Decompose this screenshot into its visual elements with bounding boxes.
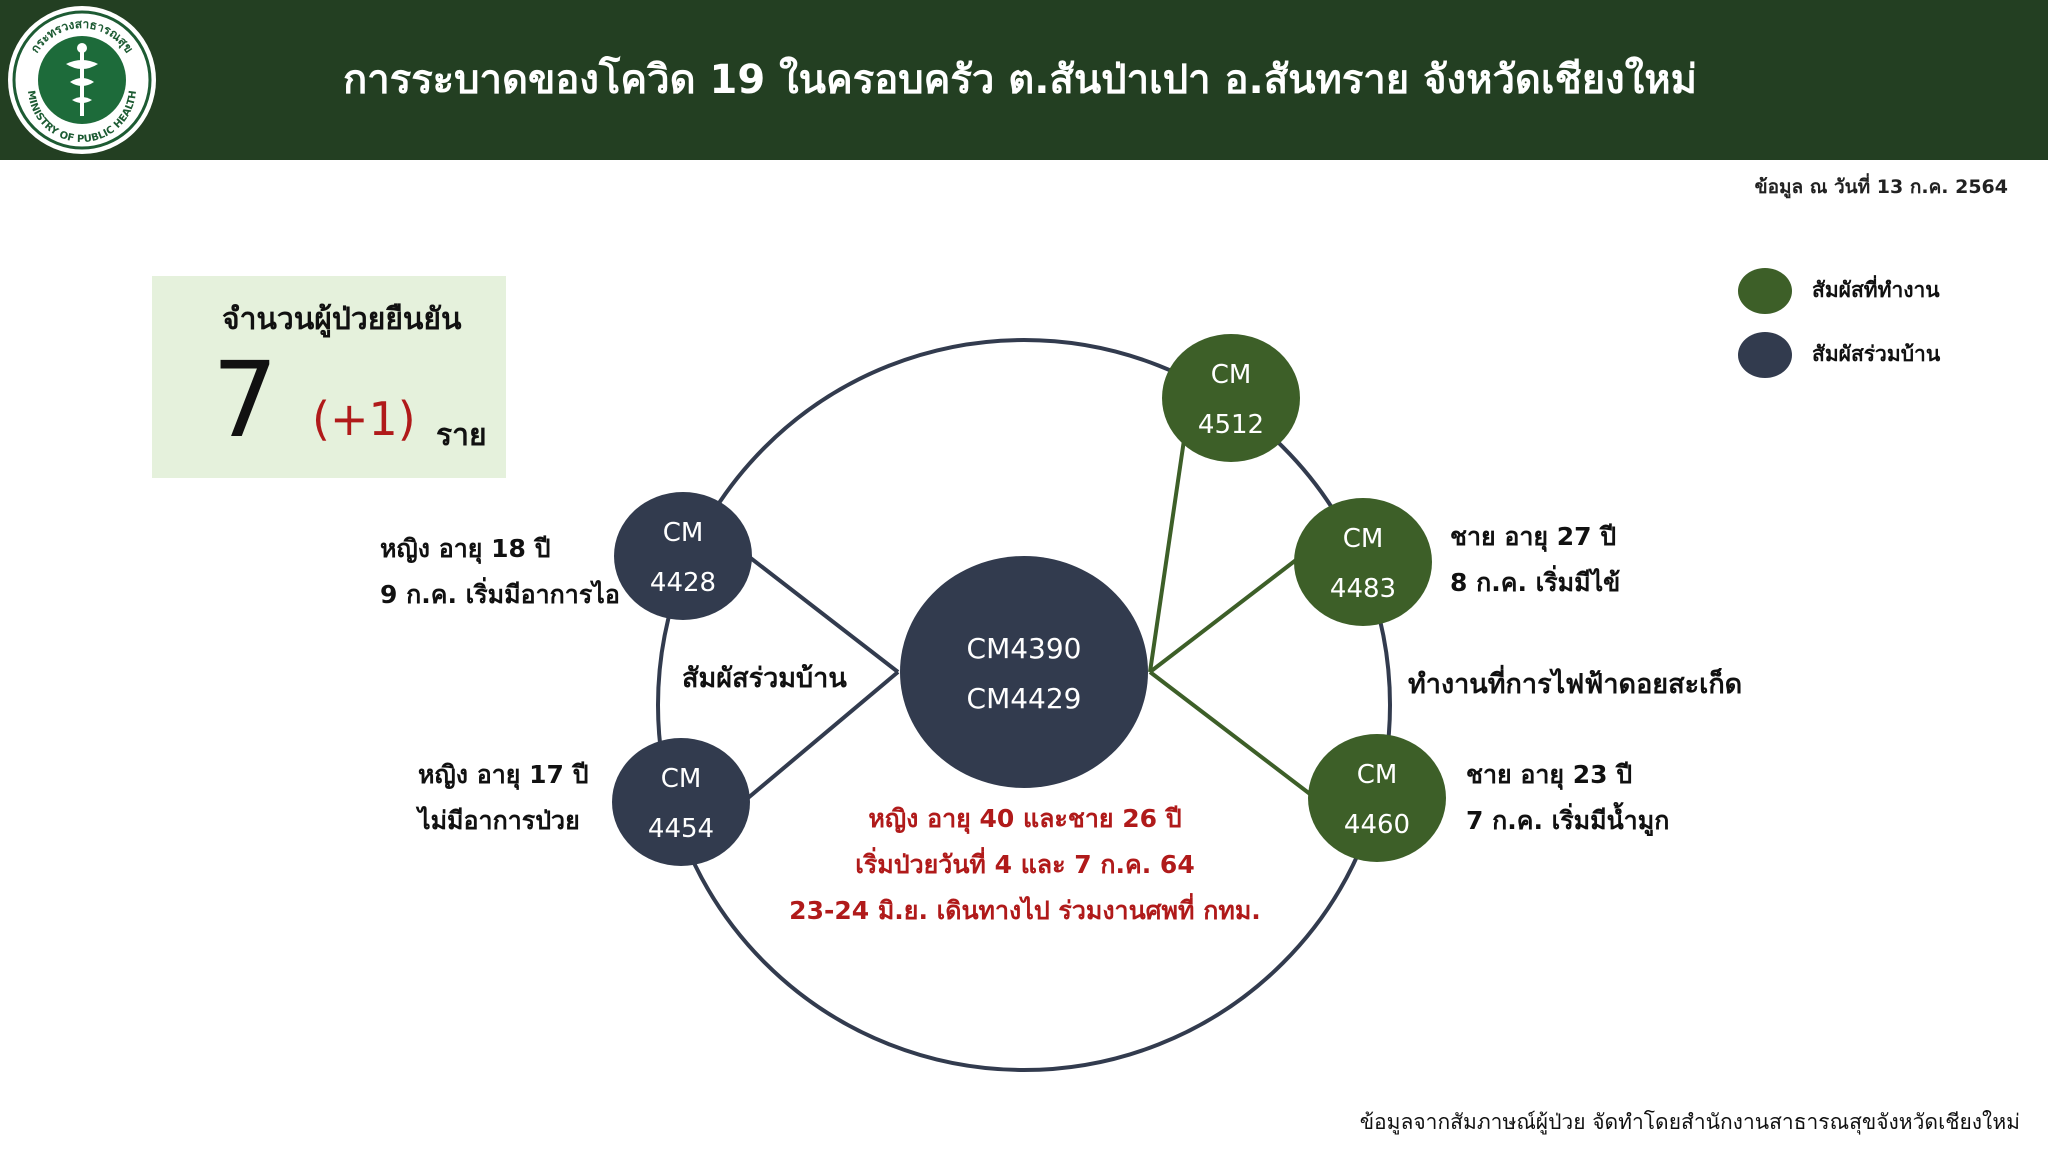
legend-dot-work bbox=[1738, 268, 1792, 314]
node-cm4454-number: 4454 bbox=[647, 814, 715, 844]
group-label-work: ทำงานที่การไฟฟ้าดอยสะเก็ด bbox=[1408, 669, 1743, 700]
center-desc-line3: 23-24 มิ.ย. เดินทางไป ร่วมงานศพที่ กทม. bbox=[789, 896, 1261, 925]
note-cm4483: ชาย อายุ 27 ปี 8 ก.ค. เริ่มมีไข้ bbox=[1450, 514, 1620, 606]
legend-label-household: สัมผัสร่วมบ้าน bbox=[1812, 342, 1941, 366]
node-cm4390-cm4429: CM4390 CM4429 bbox=[900, 556, 1148, 788]
node-cm4428: CM 4428 bbox=[614, 492, 752, 620]
node-label-cm4429: CM4429 bbox=[966, 682, 1082, 715]
node-cm4454-prefix: CM bbox=[660, 764, 702, 794]
confirmed-summary-box: จำนวนผู้ป่วยยืนยัน 7 (+1) ราย bbox=[152, 276, 506, 478]
node-cm4483-number: 4483 bbox=[1329, 574, 1397, 604]
node-label-cm4390: CM4390 bbox=[966, 632, 1082, 665]
confirmed-unit: ราย bbox=[436, 418, 487, 453]
link-center-4460 bbox=[1148, 670, 1312, 796]
note-cm4454: หญิง อายุ 17 ปี ไม่มีอาการป่วย bbox=[418, 752, 588, 844]
note-cm4454-line2: ไม่มีอาการป่วย bbox=[418, 806, 580, 835]
note-cm4428: หญิง อายุ 18 ปี 9 ก.ค. เริ่มมีอาการไอ bbox=[380, 526, 620, 618]
note-cm4460-line1: ชาย อายุ 23 ปี bbox=[1466, 760, 1633, 789]
link-center-4428 bbox=[746, 554, 900, 674]
data-date: ข้อมูล ณ วันที่ 13 ก.ค. 2564 bbox=[1754, 176, 2008, 198]
node-cm4512-number: 4512 bbox=[1197, 410, 1265, 440]
node-cm4454: CM 4454 bbox=[612, 738, 750, 866]
page-title: การระบาดของโควิด 19 ในครอบครัว ต.สันป่าเ… bbox=[343, 57, 1697, 103]
note-cm4428-line2: 9 ก.ค. เริ่มมีอาการไอ bbox=[380, 580, 620, 609]
node-cm4460: CM 4460 bbox=[1308, 734, 1446, 862]
node-cm4428-prefix: CM bbox=[662, 518, 704, 548]
node-cm4512: CM 4512 bbox=[1162, 334, 1300, 462]
note-cm4483-line1: ชาย อายุ 27 ปี bbox=[1450, 522, 1617, 551]
link-center-4512 bbox=[1148, 439, 1186, 673]
family-ring bbox=[656, 338, 1392, 1072]
confirmed-label: จำนวนผู้ป่วยยืนยัน bbox=[222, 302, 462, 337]
link-center-4483 bbox=[1148, 558, 1298, 674]
node-cm4428-number: 4428 bbox=[649, 568, 717, 598]
node-cm4483: CM 4483 bbox=[1294, 498, 1432, 626]
center-desc-line2: เริ่มป่วยวันที่ 4 และ 7 ก.ค. 64 bbox=[855, 850, 1195, 879]
center-case-description: หญิง อายุ 40 และชาย 26 ปี เริ่มป่วยวันที… bbox=[760, 796, 1290, 934]
node-cm4460-prefix: CM bbox=[1356, 760, 1398, 790]
center-desc-line1: หญิง อายุ 40 และชาย 26 ปี bbox=[868, 804, 1182, 833]
note-cm4460: ชาย อายุ 23 ปี 7 ก.ค. เริ่มมีน้ำมูก bbox=[1466, 752, 1669, 844]
confirmed-delta: (+1) bbox=[312, 392, 416, 446]
note-cm4454-line1: หญิง อายุ 17 ปี bbox=[418, 760, 589, 789]
node-cm4460-number: 4460 bbox=[1343, 810, 1411, 840]
note-cm4483-line2: 8 ก.ค. เริ่มมีไข้ bbox=[1450, 568, 1621, 597]
note-cm4460-line2: 7 ก.ค. เริ่มมีน้ำมูก bbox=[1466, 806, 1670, 835]
header-bar: กระทรวงสาธารณสุข MINISTRY OF PUBLIC HEAL… bbox=[0, 0, 2048, 160]
legend-label-work: สัมผัสที่ทำงาน bbox=[1812, 278, 1940, 302]
group-label-household: สัมผัสร่วมบ้าน bbox=[682, 663, 847, 694]
node-cm4483-prefix: CM bbox=[1342, 524, 1384, 554]
link-center-4454 bbox=[746, 670, 900, 800]
legend-dot-household bbox=[1738, 332, 1792, 378]
source-footer: ข้อมูลจากสัมภาษณ์ผู้ป่วย จัดทำโดยสำนักงา… bbox=[1359, 1110, 2020, 1134]
ministry-logo: กระทรวงสาธารณสุข MINISTRY OF PUBLIC HEAL… bbox=[8, 6, 156, 154]
note-cm4428-line1: หญิง อายุ 18 ปี bbox=[380, 534, 551, 563]
confirmed-count: 7 bbox=[212, 339, 279, 461]
node-cm4512-prefix: CM bbox=[1210, 360, 1252, 390]
